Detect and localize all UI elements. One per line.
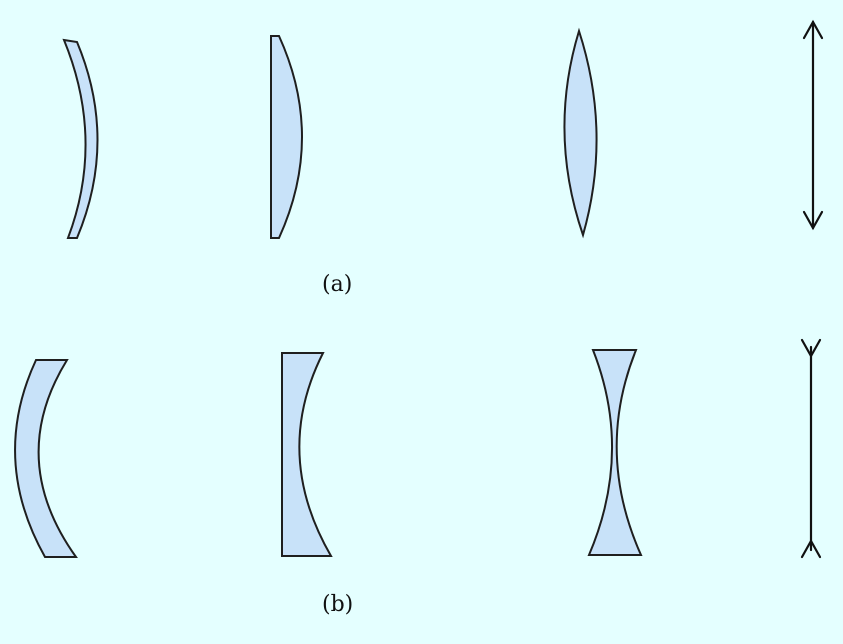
plano-concave-lens <box>281 352 333 557</box>
row-a-converging-lenses <box>62 19 824 239</box>
biconvex-lens <box>563 27 598 239</box>
converging-lens-symbol <box>802 19 824 231</box>
plano-convex-lens <box>270 35 303 239</box>
row-b-caption: (b) <box>322 592 354 617</box>
row-b-diverging-lenses <box>14 338 822 559</box>
diverging-meniscus-lens <box>14 359 78 558</box>
diverging-lens-symbol <box>800 338 822 559</box>
row-a-caption: (a) <box>322 272 353 297</box>
converging-meniscus-lens <box>62 38 99 239</box>
biconcave-lens <box>587 349 643 556</box>
